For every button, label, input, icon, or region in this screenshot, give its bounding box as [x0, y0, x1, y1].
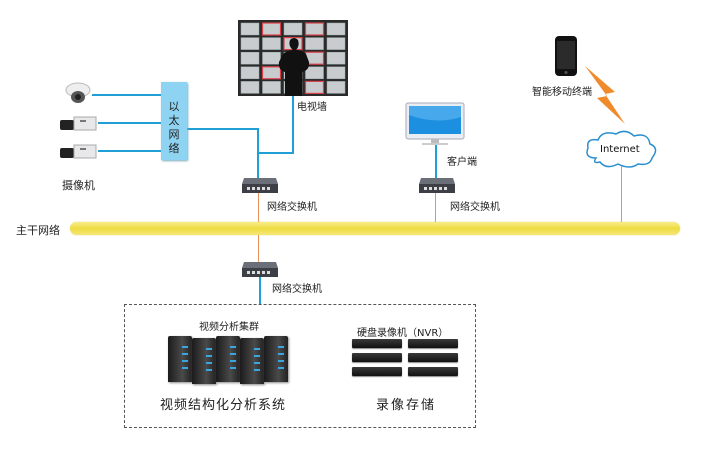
dome-camera-icon: [65, 82, 91, 103]
tv-screen: [240, 51, 260, 65]
tv-screen: [305, 66, 324, 80]
server-cluster: [168, 336, 293, 386]
tv-screen: [240, 66, 260, 80]
tv-screen: [261, 22, 282, 36]
tv-screen: [261, 66, 282, 80]
tv-screen: [304, 22, 325, 36]
server-led: [206, 362, 212, 364]
nvr-unit-icon: [352, 353, 402, 362]
server-tower-icon: [216, 336, 240, 382]
server-led: [206, 369, 212, 371]
server-led: [230, 346, 236, 348]
camera3-wire: [98, 150, 162, 152]
server-led: [254, 355, 260, 357]
tv-wall-icon: [238, 20, 348, 96]
ethernet-char: 以: [168, 100, 180, 113]
nvr-unit-icon: [408, 367, 458, 376]
server-led: [230, 367, 236, 369]
server-led: [206, 348, 212, 350]
network-switch-icon: [242, 178, 278, 193]
tv-screen: [304, 80, 325, 95]
server-led: [182, 346, 188, 348]
camera1-wire: [92, 94, 162, 96]
server-led: [182, 360, 188, 362]
mobile-label: 智能移动终端: [532, 87, 592, 98]
tv-wall-label: 电视墙: [297, 102, 327, 113]
server-led: [182, 367, 188, 369]
switch-top-left-label: 网络交换机: [267, 202, 317, 213]
tv-screen: [283, 22, 303, 36]
internet-cloud-icon: [586, 130, 657, 168]
nvr-unit-icon: [352, 339, 402, 348]
backbone-label: 主干网络: [16, 224, 60, 237]
client-label: 客户端: [447, 157, 477, 168]
server-led: [278, 346, 284, 348]
nvr-title: 硬盘录像机（NVR）: [357, 328, 449, 339]
wireless-lightning-icon: [585, 66, 625, 124]
server-led: [278, 353, 284, 355]
internet-uplink: [621, 166, 622, 223]
client-monitor-icon: [405, 102, 465, 145]
server-tower-icon: [264, 336, 288, 382]
tv-screen: [305, 37, 324, 50]
network-switch-icon: [242, 262, 278, 277]
client-wire: [435, 144, 437, 180]
nvr-caption: 录像存储: [376, 398, 437, 413]
camera2-wire: [98, 122, 162, 124]
tv-screen: [262, 81, 281, 94]
tv-screen: [326, 51, 346, 65]
switch-tr-uplink: [435, 193, 436, 223]
cluster-caption: 视频结构化分析系统: [160, 398, 287, 413]
tv-screen: [326, 81, 346, 94]
switch-bottom-wire: [259, 277, 261, 304]
switch-bottom-label: 网络交换机: [272, 284, 322, 295]
nvr-unit-icon: [408, 353, 458, 362]
tv-wall-wire: [292, 96, 294, 154]
nvr-stack: [352, 339, 462, 379]
server-led: [278, 360, 284, 362]
ethernet-char: 太: [168, 114, 180, 127]
tv-screen: [262, 37, 281, 50]
person-silhouette-icon: [278, 38, 310, 96]
server-led: [254, 348, 260, 350]
ethernet-box: 以 太 网 络: [161, 82, 187, 160]
server-tower-icon: [192, 338, 216, 384]
backbone-bus: [70, 222, 680, 235]
nvr-unit-icon: [352, 367, 402, 376]
ethernet-char: 络: [168, 142, 180, 155]
switch-top-right-label: 网络交换机: [450, 202, 500, 213]
tv-screen: [326, 66, 346, 80]
tv-screen: [240, 37, 260, 50]
nvr-unit-icon: [408, 339, 458, 348]
ethernet-char: 网: [168, 128, 180, 141]
server-led: [230, 360, 236, 362]
server-led: [182, 353, 188, 355]
server-led: [230, 353, 236, 355]
cameras-label: 摄像机: [62, 179, 95, 192]
ethernet-uplink-wire: [187, 128, 259, 130]
tv-screen: [326, 37, 346, 50]
server-led: [278, 367, 284, 369]
server-led: [206, 355, 212, 357]
box-camera-icon: [60, 116, 97, 131]
server-led: [254, 369, 260, 371]
tv-screen: [326, 22, 346, 36]
server-tower-icon: [168, 336, 192, 382]
switch-tl-vertical-wire: [257, 128, 259, 180]
cluster-title: 视频分析集群: [199, 322, 259, 333]
network-switch-icon: [419, 178, 455, 193]
internet-label: Internet: [600, 144, 640, 155]
server-led: [254, 362, 260, 364]
smartphone-icon: [555, 36, 577, 76]
box-camera-icon: [60, 144, 97, 159]
tv-wall-horizontal-wire: [257, 152, 294, 154]
tv-screen: [240, 22, 260, 36]
tv-screen: [240, 81, 260, 94]
server-tower-icon: [240, 338, 264, 384]
server-room-group: [124, 304, 476, 428]
tv-screen: [262, 51, 281, 65]
